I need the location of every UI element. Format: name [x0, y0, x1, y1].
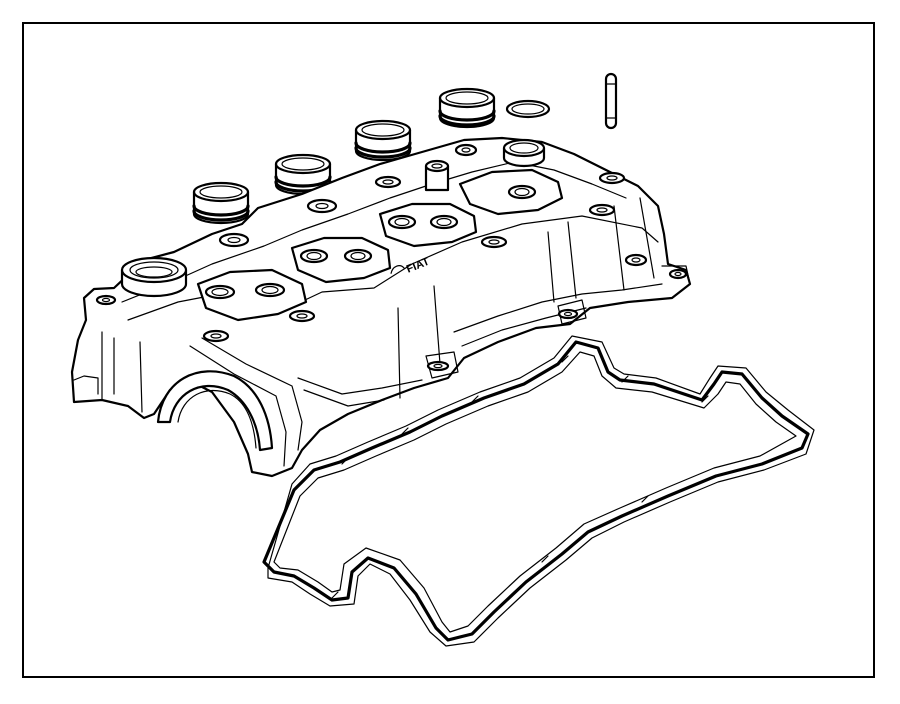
cam-recess-4 [458, 168, 564, 216]
tube-seal-1 [192, 181, 250, 225]
valve-cover-gasket [262, 335, 815, 647]
pcv-neck [502, 138, 546, 168]
tube-seal-4 [438, 87, 496, 129]
figure-frame: FIAT [22, 22, 875, 678]
locating-pin [604, 72, 618, 130]
cam-recess-2 [290, 236, 392, 284]
cam-recess-1 [196, 268, 308, 322]
tube-seal-3 [354, 119, 412, 162]
oil-filler-o-ring [505, 99, 551, 119]
sensor-post [424, 159, 450, 192]
parts-illustration: FIAT [70, 72, 815, 647]
oil-filler-neck [120, 256, 188, 298]
spark-plug-tube-seals [192, 87, 496, 225]
valve-cover: FIAT [70, 136, 692, 478]
cover-bolt-bosses [95, 143, 688, 372]
cam-recess-3 [378, 202, 478, 248]
